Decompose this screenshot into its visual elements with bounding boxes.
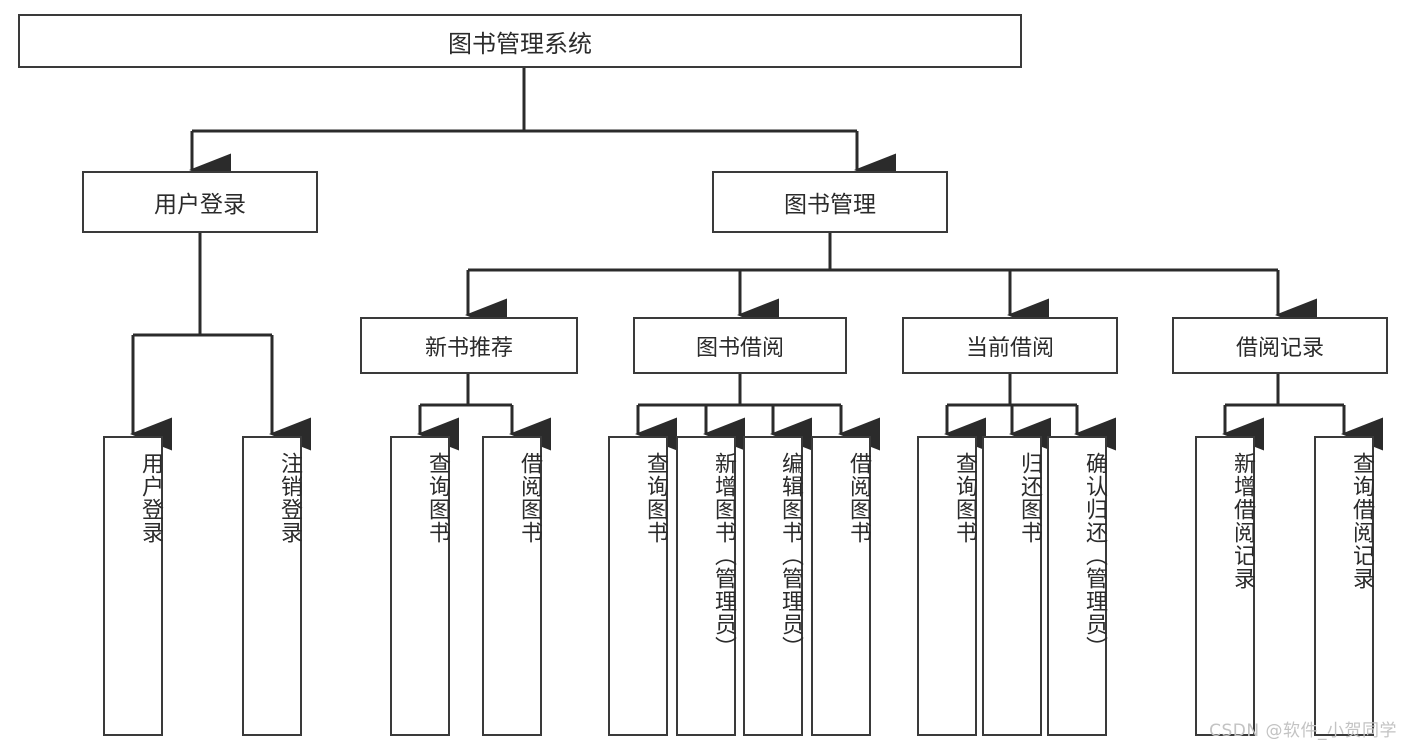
- node-label: 查询图书: [425, 452, 450, 544]
- leaf-return-book[interactable]: 归还图书: [982, 436, 1042, 736]
- node-label: 新增借阅记录: [1230, 452, 1255, 590]
- leaf-query-borrow-record[interactable]: 查询借阅记录: [1314, 436, 1374, 736]
- node-label: 借阅记录: [1235, 335, 1324, 361]
- leaf-query-book-borrow[interactable]: 查询图书: [608, 436, 668, 736]
- node-label: 借阅图书: [517, 452, 542, 544]
- node-label: 新增图书（管理员）: [711, 452, 736, 659]
- node-user-login[interactable]: 用户登录: [82, 171, 318, 233]
- csdn-watermark: CSDN @软件_小贺同学: [1209, 721, 1397, 741]
- node-label: 查询图书: [643, 452, 668, 544]
- leaf-logout[interactable]: 注销登录: [242, 436, 302, 736]
- node-label: 用户登录: [154, 192, 246, 218]
- node-borrow-record[interactable]: 借阅记录: [1172, 317, 1388, 374]
- leaf-add-borrow-record[interactable]: 新增借阅记录: [1195, 436, 1255, 736]
- leaf-confirm-return-admin[interactable]: 确认归还（管理员）: [1047, 436, 1107, 736]
- node-new-book-recommend[interactable]: 新书推荐: [360, 317, 578, 374]
- node-root-system[interactable]: 图书管理系统: [18, 14, 1022, 68]
- node-label: 查询借阅记录: [1349, 452, 1374, 590]
- node-book-borrow[interactable]: 图书借阅: [633, 317, 847, 374]
- node-current-borrow[interactable]: 当前借阅: [902, 317, 1118, 374]
- node-label: 确认归还（管理员）: [1082, 452, 1107, 659]
- node-label: 查询图书: [952, 452, 977, 544]
- leaf-add-book-admin[interactable]: 新增图书（管理员）: [676, 436, 736, 736]
- leaf-borrow-book[interactable]: 借阅图书: [811, 436, 871, 736]
- leaf-edit-book-admin[interactable]: 编辑图书（管理员）: [743, 436, 803, 736]
- node-label: 图书管理: [784, 192, 876, 218]
- node-label: 当前借阅: [965, 335, 1054, 361]
- leaf-user-login[interactable]: 用户登录: [103, 436, 163, 736]
- node-label: 用户登录: [138, 452, 163, 544]
- leaf-borrow-book-recommend[interactable]: 借阅图书: [482, 436, 542, 736]
- node-label: 编辑图书（管理员）: [778, 452, 803, 659]
- node-label: 注销登录: [277, 452, 302, 544]
- node-book-management[interactable]: 图书管理: [712, 171, 948, 233]
- node-label: 图书管理系统: [448, 29, 592, 58]
- node-label: 图书借阅: [695, 335, 784, 361]
- leaf-query-book-recommend[interactable]: 查询图书: [390, 436, 450, 736]
- node-label: 归还图书: [1017, 452, 1042, 544]
- node-label: 新书推荐: [424, 335, 513, 361]
- leaf-query-book-current[interactable]: 查询图书: [917, 436, 977, 736]
- node-label: 借阅图书: [846, 452, 871, 544]
